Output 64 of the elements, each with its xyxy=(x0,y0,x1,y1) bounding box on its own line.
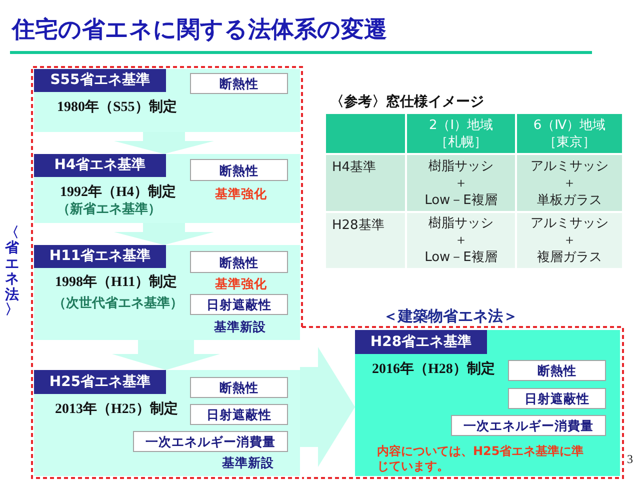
enactment-date: 2013年（H25）制定 xyxy=(55,401,178,419)
block-arrow xyxy=(114,223,214,245)
strengthened-note: 基準強化 xyxy=(215,276,267,291)
block-arrow xyxy=(114,132,214,154)
table-cell: 樹脂サッシ＋Low－E複層 xyxy=(407,155,515,211)
new-criterion-note: 基準新設 xyxy=(222,455,274,470)
block-arrow xyxy=(112,340,220,370)
standard-name: H28省エネ基準 xyxy=(370,334,472,350)
standard-title-bar xyxy=(34,154,166,177)
page-number: 3 xyxy=(627,452,633,466)
standard-panel xyxy=(355,330,620,476)
standard-title-bar xyxy=(355,330,487,354)
property-box xyxy=(190,294,288,315)
property-name: 断熱性 xyxy=(220,380,258,395)
standard-nickname: （新省エネ基準） xyxy=(57,202,161,218)
page-title: 住宅の省エネに関する法体系の変遷 xyxy=(12,16,387,45)
law-heading: ＜建築物省エネ法＞ xyxy=(383,308,518,325)
table-cell: 樹脂サッシ＋Low－E複層 xyxy=(407,213,515,268)
standard-name: H11省エネ基準 xyxy=(49,248,151,265)
property-box xyxy=(508,360,606,381)
property-box xyxy=(190,404,288,425)
enactment-date: 2016年（H28）制定 xyxy=(372,361,495,379)
enactment-date: 1992年（H4）制定 xyxy=(60,184,176,202)
property-box xyxy=(190,159,288,181)
row-header-cell: H28基準 xyxy=(326,213,405,268)
table-cell: アルミサッシ＋複層ガラス xyxy=(517,213,622,268)
property-box xyxy=(508,388,606,409)
property-name: 断熱性 xyxy=(538,363,576,378)
property-box xyxy=(451,415,606,436)
standard-name: S55省エネ基準 xyxy=(50,72,150,89)
property-name: 断熱性 xyxy=(220,254,258,270)
property-name: 断熱性 xyxy=(220,162,258,178)
property-box xyxy=(190,377,288,398)
table-heading: 〈参考〉窓仕様イメージ xyxy=(330,93,484,111)
standard-panel xyxy=(34,370,300,476)
standard-name: H4省エネ基準 xyxy=(54,157,146,174)
standard-title-bar xyxy=(34,370,166,394)
property-box xyxy=(190,73,288,94)
standard-title-bar xyxy=(34,69,166,92)
property-name: 断熱性 xyxy=(220,76,258,91)
strengthened-note: 基準強化 xyxy=(215,186,267,201)
property-name: 日射遮蔽性 xyxy=(206,407,272,422)
property-name: 一次エネルギー消費量 xyxy=(146,434,276,449)
table-cell: アルミサッシ＋単板ガラス xyxy=(517,155,622,211)
standard-panel xyxy=(34,69,300,132)
enactment-date: 1998年（H11）制定 xyxy=(55,274,178,292)
standard-name: H25省エネ基準 xyxy=(49,374,151,390)
table-header-cell: 2（Ⅰ）地域［札幌］ xyxy=(407,114,515,153)
property-name: 一次エネルギー消費量 xyxy=(464,418,594,433)
standard-panel xyxy=(34,154,300,223)
standard-nickname: （次世代省エネ基準） xyxy=(53,296,183,312)
property-name: 日射遮蔽性 xyxy=(524,391,590,406)
new-criterion-note: 基準新設 xyxy=(214,319,266,334)
property-box xyxy=(190,251,288,273)
property-name: 日射遮蔽性 xyxy=(206,297,272,312)
standard-title-bar xyxy=(34,245,166,268)
law-heading: 〈省エネ法〉 xyxy=(5,226,19,318)
enactment-date: 1980年（S55）制定 xyxy=(57,99,177,117)
standard-panel xyxy=(34,245,300,340)
table-header-cell: 6（Ⅳ）地域［東京］ xyxy=(517,114,622,153)
property-box xyxy=(133,431,288,452)
note-text: 内容については、H25省エネ基準に準じています。 xyxy=(377,444,585,474)
block-arrow xyxy=(300,347,355,467)
row-header-cell: H4基準 xyxy=(326,155,405,211)
